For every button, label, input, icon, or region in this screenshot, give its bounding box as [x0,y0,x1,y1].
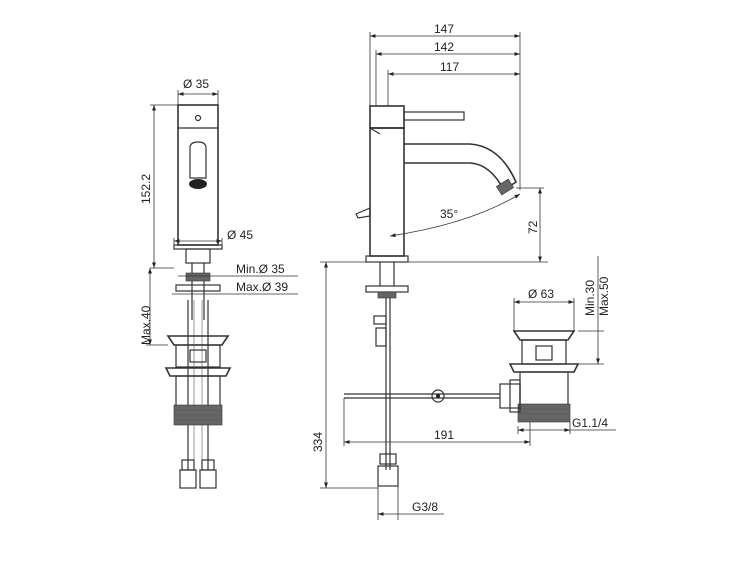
dim-g38: G3/8 [412,500,438,514]
faucet-body-side [369,127,405,257]
dim-angle-35: 35° [440,207,458,221]
dim-max-hole: Max.Ø 39 [236,280,288,294]
side-view: 147 142 117 72 35° 334 191 G3/8 [311,22,580,520]
dim-max-50: Max.50 [597,276,611,316]
dim-max-deck-40: Max.40 [139,305,153,345]
dim-front-height-152: 152.2 [139,174,153,204]
faucet-body-front [177,104,219,246]
dim-117: 117 [440,60,459,74]
dim-72: 72 [526,220,540,234]
dim-334: 334 [311,432,325,452]
dim-min-30: Min.30 [583,280,597,316]
dim-147: 147 [434,22,454,36]
waste-dimensions: Ø 63 Min.30 Max.50 G1.1/4 [513,256,616,434]
handle-hole [194,114,202,122]
lever-handle [369,105,405,129]
dim-142: 142 [434,40,454,54]
dim-g114: G1.1/4 [572,416,608,430]
dim-min-hole: Min.Ø 35 [236,262,285,276]
dim-diameter-63: Ø 63 [528,287,554,301]
front-view: Ø 35 152.2 Ø 45 Min.Ø 35 Max.Ø 39 Max.40 [139,77,298,489]
dim-191: 191 [434,428,454,442]
dim-front-diameter-35: Ø 35 [183,77,209,91]
aerator-outlet [189,141,207,179]
waste-assembly [499,330,580,423]
dim-front-diameter-45: Ø 45 [227,228,253,242]
spout [404,143,518,192]
